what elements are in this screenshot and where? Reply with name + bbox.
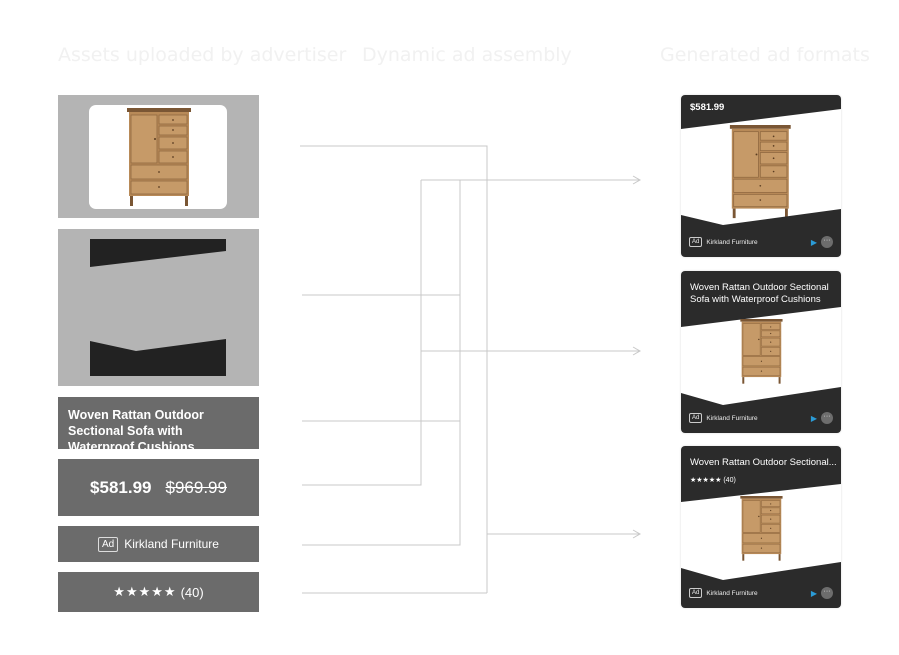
rating-count: (40) [723, 477, 736, 484]
bottom-band-shape [681, 562, 841, 608]
product-image-asset [58, 95, 259, 218]
bottom-band-shape [681, 387, 841, 433]
dresser-product-image [739, 319, 783, 385]
ad-price-text: $581.99 [690, 102, 725, 113]
headline-text: Woven Rattan Outdoor Sectional Sofa with… [68, 408, 204, 454]
brand-asset: Ad Kirkland Furniture [58, 526, 259, 562]
play-icon[interactable]: ▶ [810, 413, 817, 423]
rating-count: (40) [180, 584, 204, 600]
top-band-shape [681, 95, 841, 129]
generated-ad-headline[interactable]: Woven Rattan Outdoor Sectional Sofa with… [681, 271, 841, 433]
band-shapes-graphic [90, 239, 226, 376]
ad-rating-row: ★★★★★ (40) [690, 476, 736, 484]
star-rating-icon: ★★★★★ [113, 584, 177, 599]
arrow-head-2 [632, 346, 642, 356]
play-icon[interactable]: ▶ [810, 588, 817, 598]
ad-headline-text: Woven Rattan Outdoor Sectional Sofa with… [690, 282, 829, 305]
brand-name: Kirkland Furniture [706, 238, 758, 246]
connector-price [302, 180, 422, 486]
sale-price: $581.99 [90, 477, 152, 497]
more-options-icon[interactable]: ··· [821, 412, 833, 424]
more-options-icon[interactable]: ··· [821, 236, 833, 248]
brand-name: Kirkland Furniture [706, 589, 758, 597]
original-price: $969.99 [165, 477, 227, 497]
star-rating-icon: ★★★★★ [690, 477, 722, 484]
top-band-shape [681, 271, 841, 327]
top-band-shape [681, 446, 841, 502]
engine-column-title: Dynamic ad assembly [362, 44, 572, 66]
dresser-product-image [739, 496, 783, 562]
more-options-icon[interactable]: ··· [821, 587, 833, 599]
arrow-head-3 [632, 529, 642, 539]
product-image-card [89, 105, 227, 209]
background-shape-asset [58, 229, 259, 386]
arrow-head-1 [632, 175, 642, 185]
bottom-band-shape [681, 209, 841, 257]
ad-badge: Ad [98, 536, 119, 552]
ad-footer: Ad Kirkland Furniture ▶ ··· [689, 586, 833, 600]
play-icon[interactable]: ▶ [810, 237, 817, 247]
ad-badge: Ad [689, 237, 703, 247]
price-asset: $581.99 $969.99 [58, 459, 259, 516]
assets-column-title: Assets uploaded by advertiser [58, 44, 347, 66]
results-column-title: Generated ad formats [660, 44, 870, 66]
rating-asset: ★★★★★ (40) [58, 572, 259, 612]
connector-image [300, 145, 488, 593]
ad-footer: Ad Kirkland Furniture ▶ ··· [689, 411, 833, 425]
brand-name: Kirkland Furniture [706, 414, 758, 422]
generated-ad-price[interactable]: $581.99 Ad Kirkland Furniture ▶ ··· [681, 95, 841, 257]
headline-asset: Woven Rattan Outdoor Sectional Sofa with… [58, 397, 259, 454]
ad-badge: Ad [689, 413, 703, 423]
brand-name: Kirkland Furniture [124, 537, 219, 551]
connector-brand [302, 180, 461, 546]
ad-badge: Ad [689, 588, 703, 598]
generated-ad-rating[interactable]: Woven Rattan Outdoor Sectional... ★★★★★ … [681, 446, 841, 608]
ad-footer: Ad Kirkland Furniture ▶ ··· [689, 235, 833, 249]
ad-short-headline: Woven Rattan Outdoor Sectional... [690, 457, 837, 468]
